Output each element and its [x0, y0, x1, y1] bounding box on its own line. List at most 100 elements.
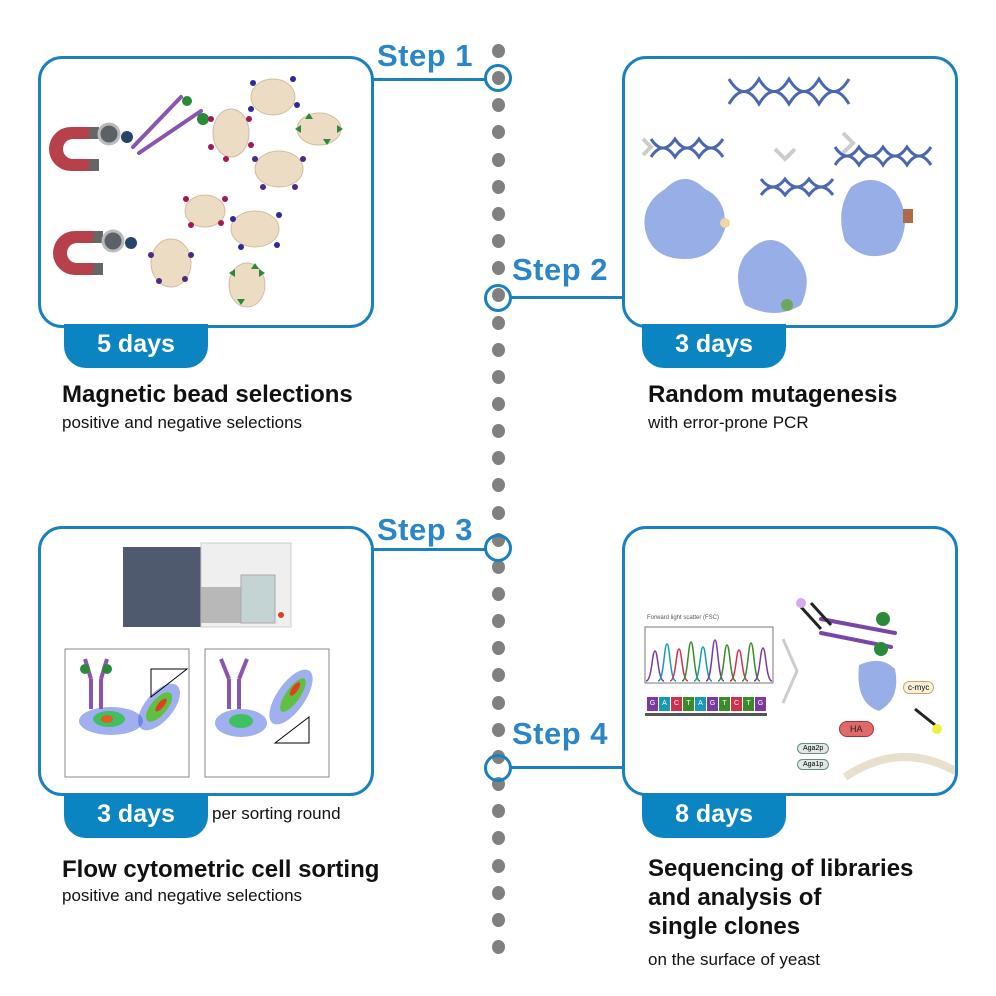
step-4-label: Step 4 [512, 716, 609, 751]
timeline-dot [492, 831, 505, 846]
arrow-icon [781, 638, 799, 704]
base-call: T [719, 697, 730, 711]
flow-cytometry-illustration [64, 542, 330, 778]
step-4-card: Forward light scatter (FSC) c-myc HA Aga… [622, 526, 958, 796]
timeline-dot [492, 342, 505, 357]
timeline-dot [492, 804, 505, 819]
timeline-dot [492, 234, 505, 249]
step-2-card [622, 56, 958, 328]
timeline-dot [492, 587, 505, 602]
timeline-dot [492, 424, 505, 439]
step-3-card [38, 526, 374, 796]
chromatogram-caption: Forward light scatter (FSC) [647, 615, 720, 621]
timeline-dot [492, 858, 505, 873]
timeline-dot [492, 369, 505, 384]
step-4-timeline-node [484, 754, 512, 782]
base-call: A [695, 697, 706, 711]
dna-icon [727, 76, 851, 107]
base-call: G [707, 697, 718, 711]
timeline-dot [492, 885, 505, 900]
step-2-connector [510, 296, 624, 299]
step-2-title: Random mutagenesis [648, 381, 898, 408]
timeline-dot [492, 478, 505, 493]
timeline-dot [492, 641, 505, 656]
step-3-timeline-node [484, 534, 512, 562]
streptavidin-icon [125, 237, 137, 249]
timeline-dot [492, 559, 505, 574]
base-call: G [647, 697, 658, 711]
step-1-card [38, 56, 374, 328]
timeline-dot [492, 695, 505, 710]
step-3-duration-note: per sorting round [212, 804, 341, 823]
chromatogram-peak [657, 643, 677, 682]
bead-icon [97, 122, 121, 146]
step-4-duration-badge: 8 days [642, 794, 786, 838]
dna-mutant-icon [649, 136, 933, 198]
step-3-subtitle: positive and negative selections [62, 886, 303, 905]
scatter-plot-2 [204, 648, 330, 778]
chromatogram-peak [645, 650, 665, 682]
base-call: C [731, 697, 742, 711]
base-call: A [659, 697, 670, 711]
chromatogram-peak [681, 641, 701, 682]
step-1-subtitle: positive and negative selections [62, 413, 303, 432]
chromatogram-peak [729, 649, 749, 682]
tag-c-myc: c-myc [903, 681, 935, 694]
base-call: T [683, 697, 694, 711]
timeline-dot [492, 614, 505, 629]
timeline-dot [492, 396, 505, 411]
arrow-icon [773, 147, 797, 162]
timeline-dot [492, 912, 505, 927]
chromatogram-peak [753, 647, 773, 682]
timeline-dot [492, 261, 505, 276]
timeline-dot [492, 125, 505, 140]
timeline-dot [492, 722, 505, 737]
base-call: T [743, 697, 754, 711]
anchor-aga2p: Aga2p [797, 743, 830, 754]
timeline-dot [492, 505, 505, 520]
step-1-duration-badge: 5 days [64, 324, 208, 368]
step-4-title-line-3: single clones [648, 913, 801, 940]
step-2-subtitle: with error-prone PCR [648, 413, 809, 432]
scatter-plot-1 [64, 648, 190, 778]
yeast-display-construct [796, 598, 955, 781]
tag-ha: HA [839, 721, 874, 737]
chromatogram-peak [693, 646, 713, 682]
step-1-connector [372, 78, 486, 81]
step-4-connector [510, 766, 624, 769]
flow-cytometer-icon [123, 542, 292, 628]
step-4-title: Sequencing of libraries and analysis of … [648, 854, 913, 941]
timeline-dot [492, 451, 505, 466]
step-3-connector [372, 548, 486, 551]
step-4-title-line-2: and analysis of [648, 884, 822, 911]
magnet-icon [53, 231, 103, 275]
step-3-label: Step 3 [377, 512, 474, 547]
bead-icon [101, 229, 125, 253]
timeline-dot [492, 206, 505, 221]
timeline-dot [492, 668, 505, 683]
antibody-unlabeled-icon [219, 658, 249, 709]
base-call: C [671, 697, 682, 711]
chromatogram-peak [705, 639, 725, 682]
base-call: G [755, 697, 766, 711]
step-2-timeline-node [484, 284, 512, 312]
chromatogram-trace [645, 639, 773, 682]
magnet-icon [49, 127, 99, 171]
arrow-icon [841, 131, 856, 155]
timeline-dot [492, 152, 505, 167]
magnetic-bead-illustration [49, 76, 343, 308]
timeline-dot [492, 315, 505, 330]
timeline-dot [492, 44, 505, 58]
step-1-label: Step 1 [377, 38, 474, 73]
timeline-dot [492, 940, 505, 954]
step-1-title: Magnetic bead selections [62, 381, 353, 408]
chromatogram-peak [717, 644, 737, 682]
step-4-title-line-1: Sequencing of libraries [648, 855, 914, 882]
anchor-aga1p: Aga1p [797, 759, 830, 770]
step-3-duration-badge: 3 days [64, 794, 208, 838]
arrow-icon [641, 137, 654, 157]
step-4-subtitle: on the surface of yeast [648, 950, 820, 969]
chromatogram-peak [669, 648, 689, 682]
step-2-label: Step 2 [512, 252, 609, 287]
